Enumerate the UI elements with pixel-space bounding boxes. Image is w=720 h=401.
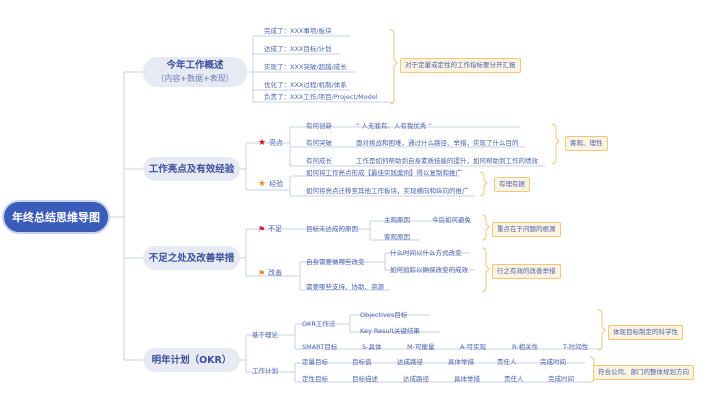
list-item[interactable]: “ 人无我有、人有我优秀 ” — [356, 122, 432, 130]
table-cell[interactable]: 定性目标 — [302, 375, 328, 383]
group-experience[interactable]: ★ 经验 — [258, 179, 283, 189]
group-label: 改善 — [268, 269, 283, 277]
list-item[interactable]: 如何将工作亮点形成【最佳实践案例】得以复制和推广 — [306, 169, 462, 177]
branch-label: 不足之处及改善举措 — [148, 252, 235, 264]
table-cell[interactable]: 目标值 — [352, 358, 372, 366]
group-label: 不足 — [268, 225, 283, 233]
list-item[interactable]: 自身需要做哪些改变 — [306, 258, 365, 266]
summary-note[interactable]: 客观、理性 — [565, 136, 608, 151]
group-theory[interactable]: 基于理论 — [252, 331, 278, 339]
root-label: 年终总结思维导图 — [12, 211, 100, 224]
list-item[interactable]: OKR工作法 — [302, 320, 336, 328]
list-item[interactable]: 达成了：XXX目标/计划 — [264, 45, 332, 53]
summary-note[interactable]: 有理有据 — [494, 177, 530, 192]
branch-work-overview[interactable]: 今年工作概述 （内容+数据+表现） — [143, 57, 247, 87]
table-cell[interactable]: 达成路径 — [403, 375, 429, 383]
list-item[interactable]: 完成了：XXX事项/板块 — [264, 27, 332, 35]
list-item[interactable]: A-可实现 — [460, 343, 487, 351]
list-item[interactable]: T-时间性 — [563, 343, 589, 351]
list-item[interactable]: M-可衡量 — [407, 343, 435, 351]
branch-next-year-plan[interactable]: 明年计划（OKR） — [143, 348, 240, 372]
list-item[interactable]: 什么时间以什么方式改变 — [390, 249, 462, 257]
list-item[interactable]: 如何将亮点迁移至其他工作板块，实现横向和纵向的推广 — [306, 187, 469, 195]
list-item[interactable]: Key Result关键结果 — [360, 327, 420, 335]
list-item[interactable]: 实现了：XXX突破/超越/成长 — [264, 63, 347, 71]
group-label: 亮点 — [269, 139, 284, 147]
branch-sublabel: （内容+数据+表现） — [156, 74, 234, 83]
list-item[interactable]: 工作是如何帮助到自身素质技能的提升，如何帮助到工作的绩效 — [356, 157, 538, 165]
list-item[interactable]: 优化了：XXX过程/机制/体系 — [264, 81, 347, 89]
table-cell[interactable]: 达成路径 — [397, 358, 423, 366]
list-item[interactable]: 面对挑战和困难，通过什么路径、举措，实现了什么目的 — [356, 139, 519, 147]
table-cell[interactable]: 责任人 — [504, 375, 524, 383]
group-label: 经验 — [269, 180, 284, 188]
table-cell[interactable]: 具体举措 — [454, 375, 480, 383]
table-cell[interactable]: 具体举措 — [448, 358, 474, 366]
branch-label: 今年工作概述 — [166, 60, 224, 71]
table-cell[interactable]: 完成时间 — [540, 358, 566, 366]
branch-label: 工作亮点及有效经验 — [148, 163, 235, 175]
list-item[interactable]: 如何追踪以确保改变的成效 — [390, 266, 468, 274]
group-work-plan[interactable]: 工作计划 — [252, 367, 278, 375]
list-item[interactable]: R-相关性 — [512, 343, 539, 351]
flag-icon: ⚑ — [258, 224, 266, 234]
summary-note[interactable]: 体现目标制定的科学性 — [608, 325, 683, 340]
branch-label: 明年计划（OKR） — [151, 354, 232, 366]
summary-note[interactable]: 对于定量或定性的工作指标要分开汇报 — [400, 58, 521, 73]
summary-note[interactable]: 重点在于问题的根源 — [492, 222, 561, 237]
star-icon: ★ — [258, 138, 267, 148]
flag-icon: ⚑ — [258, 268, 266, 278]
list-item[interactable]: 负责了：XXX工作/项目/Project/Model — [264, 93, 378, 101]
table-cell[interactable]: 目标描述 — [352, 375, 378, 383]
branch-highlights[interactable]: 工作亮点及有效经验 — [143, 157, 240, 181]
branch-shortcomings[interactable]: 不足之处及改善举措 — [143, 246, 240, 270]
table-cell[interactable]: 完成时间 — [548, 375, 574, 383]
list-item[interactable]: 有何成长 — [306, 157, 332, 165]
list-item[interactable]: 客观原因 — [384, 233, 410, 241]
star-icon: ★ — [258, 179, 267, 189]
table-cell[interactable]: 责任人 — [497, 358, 517, 366]
list-item[interactable]: 有何突破 — [306, 139, 332, 147]
list-item[interactable]: 主观原因 — [384, 216, 410, 224]
group-shortcomings[interactable]: ⚑ 不足 — [258, 224, 282, 234]
summary-note[interactable]: 行之有效的改善举措 — [492, 264, 561, 279]
list-item[interactable]: 今后如何避免 — [432, 216, 471, 224]
list-item[interactable]: SMART目标 — [302, 343, 338, 351]
group-highlights[interactable]: ★ 亮点 — [258, 138, 283, 148]
list-item[interactable]: 需要哪些支持、协助、资源 — [306, 283, 384, 291]
summary-note[interactable]: 符合公司、部门的整体规划方向 — [593, 365, 694, 380]
root-node[interactable]: 年终总结思维导图 — [4, 202, 108, 232]
list-item[interactable]: 目标未达成的原因 — [306, 225, 358, 233]
list-item[interactable]: 有何创新 — [306, 122, 332, 130]
table-cell[interactable]: 定量目标 — [302, 358, 328, 366]
list-item[interactable]: Objectives目标 — [360, 311, 408, 319]
group-improvements[interactable]: ⚑ 改善 — [258, 268, 282, 278]
list-item[interactable]: S-具体 — [362, 343, 382, 351]
